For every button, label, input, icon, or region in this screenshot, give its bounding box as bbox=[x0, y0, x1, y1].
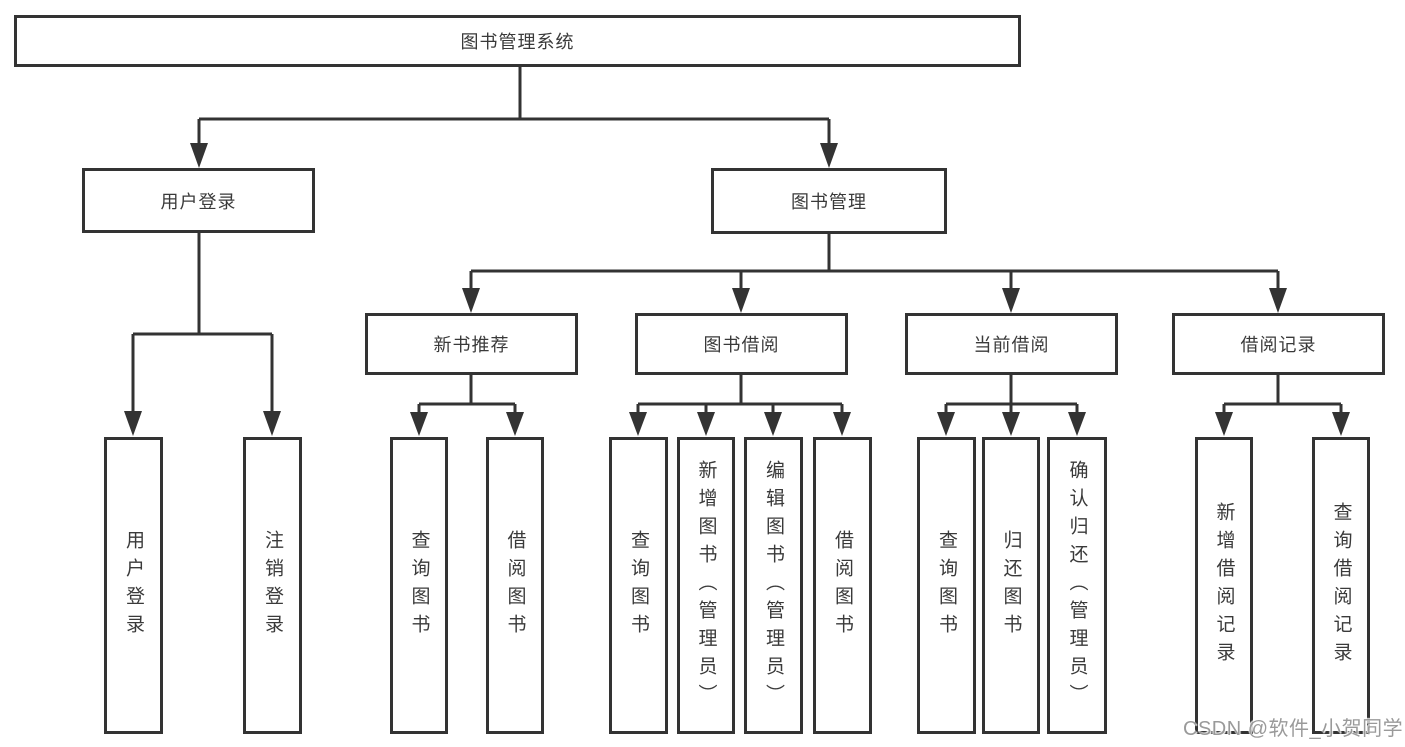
arrow-down-icon bbox=[1215, 412, 1233, 436]
arrow-down-icon bbox=[937, 412, 955, 436]
node-user-login: 用户登录 bbox=[82, 168, 315, 233]
connector-paths bbox=[131, 67, 1343, 412]
arrow-down-icon bbox=[190, 143, 208, 168]
arrow-down-icon bbox=[629, 412, 647, 436]
arrow-down-icon bbox=[124, 411, 142, 436]
node-label: 新增借阅记录 bbox=[1213, 501, 1235, 670]
node-label: 图书借阅 bbox=[703, 335, 780, 355]
node-label: 确认归还（管理员） bbox=[1066, 459, 1088, 712]
node-new-book-recommend: 新书推荐 bbox=[365, 313, 578, 375]
node-label: 图书管理 bbox=[791, 192, 867, 212]
arrow-down-icon bbox=[697, 412, 715, 436]
node-label: 用户登录 bbox=[123, 529, 144, 642]
leaf-current-query-book: 查询图书 bbox=[917, 437, 976, 734]
node-label: 用户登录 bbox=[160, 191, 237, 212]
node-label: 借阅记录 bbox=[1240, 335, 1317, 355]
leaf-user-login: 用户登录 bbox=[104, 437, 163, 734]
userlogin-branch-line bbox=[131, 233, 274, 411]
node-label: 新书推荐 bbox=[433, 335, 510, 355]
node-label: 图书管理系统 bbox=[460, 32, 575, 52]
arrow-down-icon bbox=[506, 412, 524, 436]
arrow-down-icon bbox=[410, 412, 428, 436]
arrow-down-icon bbox=[462, 288, 480, 313]
node-label: 归还图书 bbox=[1000, 529, 1022, 642]
arrow-down-icon bbox=[732, 288, 750, 313]
node-label: 当前借阅 bbox=[973, 335, 1050, 355]
node-label: 编辑图书（管理员） bbox=[763, 459, 784, 712]
node-borrow-record: 借阅记录 bbox=[1172, 313, 1385, 375]
leaf-borrow-edit-book: 编辑图书（管理员） bbox=[744, 437, 803, 734]
current-branch-line bbox=[944, 402, 1079, 412]
arrow-down-icon bbox=[1002, 288, 1020, 313]
node-label: 查询借阅记录 bbox=[1330, 501, 1352, 670]
leaf-record-query-record: 查询借阅记录 bbox=[1312, 437, 1370, 734]
borrow-branch-line bbox=[636, 402, 844, 412]
watermark: CSDN @软件_小贺同学 bbox=[1183, 718, 1404, 740]
leaf-current-confirm-return: 确认归还（管理员） bbox=[1047, 437, 1107, 734]
leaf-borrow-borrow-book: 借阅图书 bbox=[813, 437, 872, 734]
node-label: 借阅图书 bbox=[832, 529, 853, 642]
arrow-down-icon bbox=[1068, 412, 1086, 436]
node-current-borrow: 当前借阅 bbox=[905, 313, 1118, 375]
leaf-current-return-book: 归还图书 bbox=[982, 437, 1040, 734]
arrowhead-icons bbox=[124, 143, 1350, 436]
arrow-down-icon bbox=[1002, 412, 1020, 436]
node-root: 图书管理系统 bbox=[14, 15, 1021, 67]
leaf-newrec-borrow-book: 借阅图书 bbox=[486, 437, 544, 734]
leaf-borrow-query-book: 查询图书 bbox=[609, 437, 668, 734]
leaf-newrec-query-book: 查询图书 bbox=[390, 437, 448, 734]
arrow-down-icon bbox=[833, 412, 851, 436]
node-book-management: 图书管理 bbox=[711, 168, 947, 234]
node-label: 查询图书 bbox=[936, 529, 957, 642]
node-label: 借阅图书 bbox=[504, 529, 526, 642]
newrec-branch-line bbox=[417, 402, 517, 412]
arrow-down-icon bbox=[820, 143, 838, 168]
record-branch-line bbox=[1222, 402, 1343, 412]
level3-stems-line bbox=[469, 375, 1280, 404]
leaf-logout-login: 注销登录 bbox=[243, 437, 302, 734]
node-label: 新增图书（管理员） bbox=[695, 459, 717, 712]
leaf-borrow-add-book: 新增图书（管理员） bbox=[677, 437, 735, 734]
node-book-borrow: 图书借阅 bbox=[635, 313, 848, 375]
arrow-down-icon bbox=[764, 412, 782, 436]
root-to-level2-line bbox=[197, 67, 831, 143]
node-label: 查询图书 bbox=[628, 529, 649, 642]
arrow-down-icon bbox=[1269, 288, 1287, 313]
leaf-record-add-record: 新增借阅记录 bbox=[1195, 437, 1253, 734]
node-label: 注销登录 bbox=[262, 529, 283, 642]
node-label: 查询图书 bbox=[408, 529, 430, 642]
arrow-down-icon bbox=[263, 411, 281, 436]
arrow-down-icon bbox=[1332, 412, 1350, 436]
bookmgmt-branch-line bbox=[469, 234, 1280, 288]
